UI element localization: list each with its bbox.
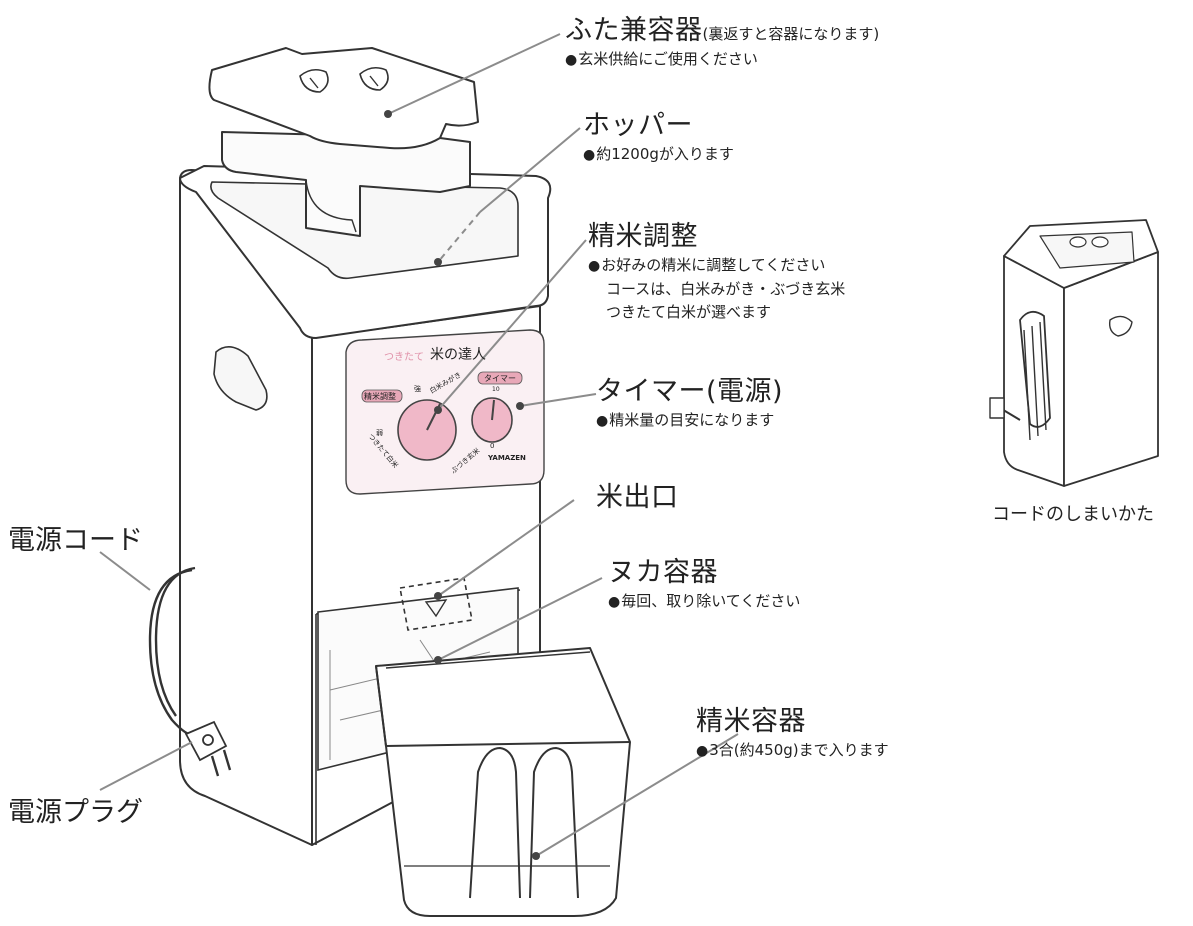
timer-tag-badge <box>477 371 523 385</box>
lid-title-note: (裏返すと容器になります) <box>702 25 880 43</box>
leader-lines <box>99 33 739 857</box>
label-rice-container: 精米容器 ●3合(約450g)まで入ります <box>696 706 889 759</box>
label-timer: タイマー(電源) ●精米量の目安になります <box>596 376 784 429</box>
inset-caption: コードのしまいかた <box>992 504 1154 525</box>
mark-weak: 弱 <box>376 429 383 437</box>
timer-note-0: 精米量の目安になります <box>609 411 775 429</box>
adjust-note-2: つきたて白米が選べます <box>606 303 772 321</box>
adjust-tag: 精米調整 <box>364 392 396 401</box>
timer-max: 10 <box>492 386 500 393</box>
adjust-note-0: お好みの精米に調整してください <box>601 256 826 274</box>
rice-container-title: 精米容器 <box>696 706 806 737</box>
label-bran: ヌカ容器 ●毎回、取り除いてください <box>608 557 801 610</box>
bran-title: ヌカ容器 <box>608 557 718 588</box>
bran-note-0: 毎回、取り除いてください <box>621 592 801 610</box>
leader-dots <box>384 110 540 860</box>
brand-name: 米の達人 <box>430 347 486 363</box>
power-plug-icon <box>184 720 232 777</box>
power-cord-illustration <box>148 566 197 738</box>
rice-container-note-0: 3合(約450g)まで入ります <box>709 741 889 759</box>
timer-tag: タイマー <box>484 374 516 383</box>
rice-container-illustration <box>375 647 631 917</box>
mark-strong: 強 <box>414 385 421 393</box>
cord-label: 電源コード <box>8 525 143 556</box>
adjust-title: 精米調整 <box>588 221 698 252</box>
label-lid: ふた兼容器(裏返すと容器になります) ●玄米供給にご使用ください <box>565 15 880 68</box>
adjust-tag-badge <box>361 389 403 403</box>
plug-label: 電源プラグ <box>8 797 143 828</box>
label-outlet: 米出口 <box>596 484 679 511</box>
timer-title: タイマー(電源) <box>596 376 784 407</box>
outlet-title: 米出口 <box>596 482 679 513</box>
timer-min: 0 <box>490 442 495 450</box>
adjust-note-1: コースは、白米みがき・ぶづき玄米 <box>606 280 846 298</box>
cord-storage-inset <box>989 219 1159 487</box>
brand-prefix: つきたて <box>384 352 424 363</box>
label-adjust: 精米調整 ●お好みの精米に調整してください コースは、白米みがき・ぶづき玄米 つ… <box>588 223 845 324</box>
maker-logo: YAMAZEN <box>488 454 526 462</box>
label-hopper: ホッパー ●約1200gが入ります <box>583 110 734 163</box>
lid-note-0: 玄米供給にご使用ください <box>578 50 758 68</box>
lid-title: ふた兼容器 <box>565 15 703 46</box>
lid-container-illustration <box>208 47 479 237</box>
rice-outlet-marker <box>399 577 473 631</box>
control-panel <box>345 329 545 495</box>
hopper-title: ホッパー <box>583 110 693 141</box>
hopper-note-0: 約1200gが入ります <box>596 145 734 163</box>
